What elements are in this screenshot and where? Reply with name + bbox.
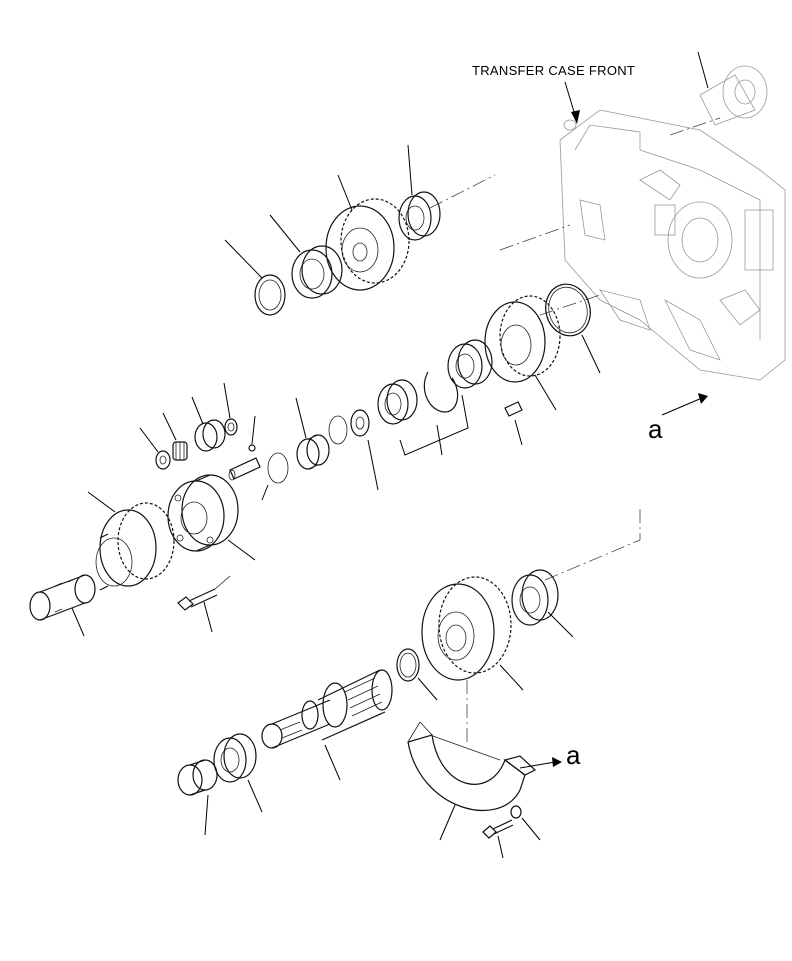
- small-snap-ring-middle: [328, 415, 348, 445]
- center-line-middle: [539, 294, 601, 316]
- view-arrow-lower: a: [519, 740, 581, 770]
- carrier-bolt: [177, 588, 218, 633]
- output-flange: [697, 51, 768, 126]
- seal-cap: [177, 759, 218, 836]
- transfer-case-housing: [559, 109, 786, 381]
- planet-shaft-pin: [228, 457, 261, 481]
- thrust-washer: [350, 409, 379, 491]
- middle-bearing-left: [377, 379, 418, 425]
- planet-carrier: [167, 474, 256, 561]
- ball-detent: [248, 415, 256, 452]
- upper-idler-gear: [325, 174, 410, 291]
- bearing-group-leader: [436, 424, 443, 456]
- cover-washer: [510, 805, 541, 841]
- cover-bolt: [482, 819, 514, 859]
- upper-bearing-right: [398, 144, 441, 241]
- planet-gear-small: [191, 396, 226, 452]
- view-a-upper-label: a: [648, 414, 663, 444]
- needle-bearing-small: [162, 412, 188, 461]
- thin-snap-ring: [261, 452, 289, 501]
- roller-bearing-middle: [295, 397, 330, 470]
- lower-bearing-left: [213, 733, 263, 813]
- large-o-ring: [545, 283, 601, 374]
- gear-guard-cover: [407, 721, 537, 841]
- output-shaft: [261, 669, 393, 781]
- splined-coupling: [29, 574, 96, 637]
- center-line-lower: [544, 505, 641, 581]
- view-arrow-upper: a: [648, 393, 708, 444]
- center-line-upper: [429, 174, 496, 209]
- center-line-housing-right: [669, 117, 721, 136]
- middle-drive-gear: [484, 295, 561, 411]
- view-a-lower-label: a: [566, 740, 581, 770]
- lower-driven-gear: [421, 576, 524, 691]
- transfer-case-front-label: TRANSFER CASE FRONT: [472, 63, 635, 78]
- transfer-case-front-arrow: [564, 81, 580, 124]
- bearing-group-bracket: [399, 394, 469, 456]
- dowel-pin: [504, 401, 523, 446]
- ring-gear-drum: [87, 491, 175, 591]
- small-washer-b: [223, 382, 238, 436]
- middle-snap-ring: [423, 371, 459, 413]
- lower-snap-ring: [396, 648, 438, 701]
- small-washer-a: [139, 427, 171, 470]
- upper-bearing-left: [269, 214, 343, 299]
- middle-bearing: [447, 339, 493, 389]
- lower-bearing-right: [511, 569, 574, 638]
- center-line-housing: [499, 224, 571, 251]
- bolt-guide-line: [213, 575, 231, 591]
- upper-snap-ring: [224, 239, 286, 316]
